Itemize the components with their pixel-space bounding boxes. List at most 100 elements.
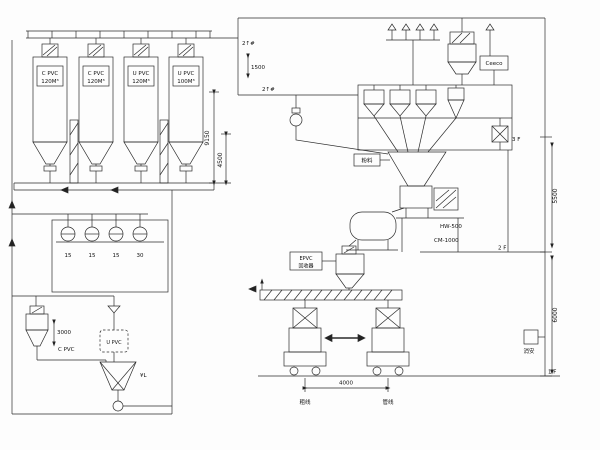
recycle-label-line2: 回收器 (298, 263, 313, 270)
hot-mixer: HW-500 (391, 185, 464, 252)
top-conveying-pipe: 2↑# 2↑# 1500 (237, 17, 546, 376)
vent-cap-icon (387, 23, 397, 31)
vent-cap-icon (415, 23, 425, 31)
roof-exhaust-fans (386, 23, 495, 85)
silo-volume-label: 120M³ (41, 78, 58, 85)
silo-filter (177, 43, 195, 58)
silo-volume-label: 120M³ (87, 78, 104, 85)
silo-discharge-valve (134, 165, 148, 172)
silo-cone (123, 141, 159, 165)
dim-4500-label: 4500 (217, 152, 224, 167)
silo-filter (87, 43, 105, 58)
silo-volume-label: 120M³ (132, 78, 149, 85)
flow-arrow-left-icon (248, 285, 257, 293)
control-unit-box: Ceeco (479, 55, 509, 85)
dim-4000-label: 4000 (339, 381, 353, 387)
wheel-icon (372, 366, 382, 376)
silo-top-walkway (26, 30, 238, 39)
silo-conveying-line (13, 182, 215, 194)
storage-silo-3: U PVC 120M³ (123, 38, 159, 183)
storage-silo-4: U PVC 100M³ (168, 38, 204, 183)
upvc-label: U PVC (106, 340, 122, 346)
weigh-hopper-1 (363, 85, 399, 153)
wheel-icon (311, 366, 321, 376)
silo-filter (41, 43, 59, 58)
silo-cone (78, 141, 114, 165)
dim-6000-label: 6000 (552, 307, 559, 322)
line-unit-1 (283, 307, 327, 376)
dim-5500-label: 5500 (552, 188, 559, 203)
batching-feed-pipe (12, 295, 121, 330)
blower-kw-label: 15 (89, 253, 96, 259)
vent-cap-icon (401, 23, 411, 31)
blower-kw-label: 15 (113, 253, 120, 259)
day-bin-hopper: 3000 C PVC (25, 305, 107, 362)
dimension-4000: 4000 (302, 378, 391, 392)
weighing-platform-frame (357, 84, 513, 252)
silo-material-label: C PVC (88, 71, 105, 77)
pipe-size-tag: 2↑# (242, 40, 255, 47)
flow-arrow-up-icon (8, 238, 16, 247)
dim-9150-label: 9150 (204, 130, 211, 145)
cpvc-label: C PVC (58, 347, 75, 353)
blender-tag-label: ¥L (140, 373, 147, 379)
fire-hydrant-box: 消安 (523, 329, 545, 355)
recycle-label-line1: EPVC (299, 256, 313, 262)
pipe-size-tag: 2↑# (262, 86, 275, 93)
rotary-feeder (289, 95, 389, 155)
flow-arrow-up-icon (8, 200, 16, 209)
silo-material-label: C PVC (42, 71, 59, 77)
storage-silo-2: C PVC 120M³ (78, 38, 114, 183)
fire-box-label: 消安 (523, 347, 535, 355)
roots-blower-station: 15 15 15 30 (12, 213, 169, 293)
cone-blender: ¥L (99, 361, 172, 412)
material-label: 粉料 (361, 157, 373, 165)
blower-kw-label: 15 (65, 253, 72, 259)
silo-volume-label: 100M³ (177, 78, 194, 85)
vent-cap-icon (429, 23, 439, 31)
silo-material-label: U PVC (133, 71, 150, 77)
silo-body (78, 56, 114, 143)
dimension-4500: 4500 (209, 131, 231, 186)
shuttle-double-arrow (324, 333, 366, 343)
vent-cap-icon (485, 23, 495, 31)
silo-body (32, 56, 68, 143)
flow-arrow-left-icon (60, 186, 69, 194)
silo-discharge-valve (89, 165, 103, 172)
hot-mixer-model-label: HW-500 (440, 224, 462, 230)
dimension-5500: 5500 (550, 142, 559, 249)
cooling-mixer-model-label: CM-1000 (434, 238, 459, 244)
screw-conveyor (248, 278, 403, 308)
line-2-label: 管线 (382, 398, 394, 406)
weigh-hopper-3 (415, 85, 437, 153)
pipe-main-loop (8, 40, 173, 415)
line-1-label: 粗线 (299, 398, 311, 406)
silo-cone (168, 141, 204, 165)
silo-material-label: U PVC (178, 71, 195, 77)
flow-arrow-left-icon (110, 186, 119, 194)
wheel-icon (289, 366, 299, 376)
silo-discharge-valve (43, 165, 57, 172)
flexible-bag-hopper: U PVC (99, 329, 129, 362)
floor-2-label: 2 F (498, 246, 506, 252)
dim-3000-label: 3000 (57, 330, 71, 336)
brand-label: Ceeco (486, 61, 504, 67)
cyclone-separator (427, 85, 465, 153)
blower-kw-label: 30 (137, 253, 144, 259)
floor-3-label: 3 F (512, 137, 520, 143)
storage-silo-1: C PVC 120M³ (32, 38, 68, 183)
silo-discharge-valve (179, 165, 193, 172)
silo-filter (132, 43, 150, 58)
silo-cone (32, 141, 68, 165)
weigh-hopper-2 (389, 85, 411, 153)
silo-body (123, 56, 159, 143)
discharge-pump-icon (112, 400, 124, 412)
collecting-funnel: 粉料 (353, 151, 447, 187)
transfer-hopper (335, 245, 365, 290)
rotary-valve-box (491, 118, 509, 150)
mixer-motor (433, 187, 459, 211)
dimension-6000: 6000 (550, 255, 559, 375)
silo-body (168, 56, 204, 143)
